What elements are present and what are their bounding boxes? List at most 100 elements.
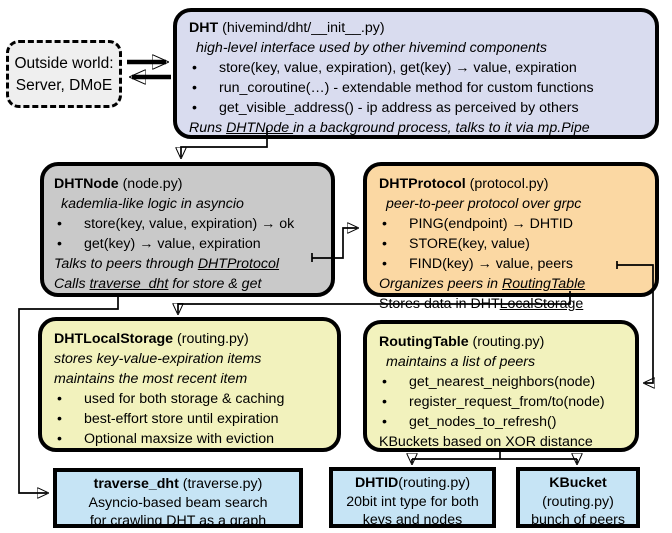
text-segment: for store & get bbox=[168, 276, 262, 292]
text-line: •run_coroutine(…) - extendable method fo… bbox=[189, 78, 647, 98]
bullet-icon: • bbox=[57, 216, 62, 232]
text-segment: maintains the most recent item bbox=[54, 371, 248, 387]
text-segment: (routing.py) bbox=[542, 493, 614, 510]
text-line: KBucket bbox=[520, 474, 636, 493]
dhtid-box: DHTID(routing.py)20bit int type for both… bbox=[329, 467, 496, 528]
bullet-icon: • bbox=[57, 236, 62, 252]
text-line: for crawling DHT as a graph bbox=[57, 512, 299, 531]
dhtprotocol-box: DHTProtocol (protocol.py) peer-to-peer pr… bbox=[363, 162, 659, 312]
text-segment: PING(endpoint) → DHTID bbox=[409, 216, 573, 232]
text-line: traverse_dht (traverse.py) bbox=[57, 475, 299, 494]
text-line: • get(key) → value, expiration bbox=[54, 234, 325, 254]
text-line: • store(key, value, expiration), get(key)… bbox=[189, 58, 647, 78]
text-segment: run_coroutine(…) - extendable method for… bbox=[219, 80, 594, 96]
text-segment: store(key, value, expiration), get(key) … bbox=[219, 60, 577, 76]
text-line: • STORE(key, value) bbox=[379, 234, 649, 254]
text-segment: FIND(key) → value, peers bbox=[409, 256, 573, 272]
text-line: • get_visible_address() - ip address as p… bbox=[189, 98, 647, 118]
bullet-icon: • bbox=[382, 394, 387, 410]
bullet-icon: • bbox=[382, 216, 387, 232]
text-line: DHTNode (node.py) bbox=[54, 174, 325, 194]
traverse-dht-box: traverse_dht (traverse.py)Asyncio-based … bbox=[53, 468, 303, 531]
text-segment: Outside world: bbox=[14, 55, 114, 72]
text-segment: best-effort store until expiration bbox=[84, 411, 279, 427]
bullet-icon: • bbox=[57, 411, 62, 427]
text-segment: RoutingTable bbox=[502, 276, 586, 292]
text-segment: STORE(key, value) bbox=[409, 236, 530, 252]
text-segment: LocalStorage bbox=[499, 296, 584, 312]
bullet-icon: • bbox=[382, 374, 387, 390]
routingtable-branch-line bbox=[412, 452, 577, 460]
dht-box: DHT (hivemind/dht/__init__.py) high-level… bbox=[173, 8, 659, 139]
text-segment: get(key) → value, expiration bbox=[84, 236, 261, 252]
bullet-icon: • bbox=[382, 256, 387, 272]
text-segment: (protocol.py) bbox=[465, 176, 549, 192]
text-line: DHTID(routing.py) bbox=[333, 474, 492, 493]
routingtable-box: RoutingTable (routing.py)maintains a lis… bbox=[363, 320, 639, 452]
text-line: DHT (hivemind/dht/__init__.py) bbox=[189, 18, 647, 38]
text-line: Calls traverse_dht for store & get bbox=[54, 274, 325, 294]
text-line: maintains the most recent item bbox=[54, 369, 331, 389]
text-line: Stores data in DHTLocalStorage bbox=[379, 294, 649, 314]
text-segment: RoutingTable bbox=[379, 334, 469, 350]
dhtnode-box: DHTNode (node.py) kademlia-like logic in … bbox=[40, 162, 335, 297]
text-line: kademlia-like logic in asyncio bbox=[54, 194, 325, 214]
text-segment: DHTProtocol bbox=[379, 176, 466, 192]
text-line: Organizes peers in RoutingTable bbox=[379, 274, 649, 294]
text-line: • PING(endpoint) → DHTID bbox=[379, 214, 649, 234]
text-line: Server, DMoE bbox=[9, 75, 119, 97]
text-segment: (hivemind/dht/__init__.py) bbox=[218, 20, 385, 36]
text-segment: bunch of peers bbox=[531, 512, 625, 528]
text-segment: (routing.py) bbox=[468, 334, 545, 350]
text-segment: (routing.py) bbox=[398, 475, 471, 491]
text-line: • Optional maxsize with eviction bbox=[54, 429, 331, 449]
text-segment: kademlia-like logic in asyncio bbox=[61, 196, 244, 212]
text-segment: (node.py) bbox=[118, 176, 183, 192]
text-line: Asyncio-based beam search bbox=[57, 494, 299, 513]
text-line: keys and nodes bbox=[333, 511, 492, 530]
text-line: • best-effort store until expiration bbox=[54, 409, 331, 429]
text-line: •register_request_from/to(node) bbox=[379, 392, 629, 412]
text-segment: get_nodes_to_refresh() bbox=[409, 414, 557, 430]
text-segment: (routing.py) bbox=[173, 331, 249, 347]
text-line: DHTLocalStorage (routing.py) bbox=[54, 329, 331, 349]
text-segment: peer-to-peer protocol over grpc bbox=[386, 196, 582, 212]
text-line: 20bit int type for both bbox=[333, 493, 492, 512]
text-segment: keys and nodes bbox=[362, 512, 463, 528]
text-line: •get_nearest_neighbors(node) bbox=[379, 372, 629, 392]
text-segment: DHTNode bbox=[54, 176, 119, 192]
text-line: DHTProtocol (protocol.py) bbox=[379, 174, 649, 194]
text-segment: DHTProtocol bbox=[197, 256, 280, 272]
text-line: Talks to peers through DHTProtocol bbox=[54, 254, 325, 274]
bullet-icon: • bbox=[192, 100, 197, 116]
text-segment: 20bit int type for both bbox=[346, 493, 479, 510]
bullet-icon: • bbox=[192, 60, 197, 76]
text-segment: store(key, value, expiration) → ok bbox=[84, 216, 295, 232]
text-segment: DHTID bbox=[354, 475, 399, 491]
text-line: Runs DHTNode in a background process, ta… bbox=[189, 118, 647, 138]
text-segment: get_visible_address() - ip address as pe… bbox=[219, 100, 579, 116]
text-line: bunch of peers bbox=[520, 511, 636, 530]
outside-world-box: Outside world: Server, DMoE bbox=[6, 40, 122, 108]
text-segment: KBucket bbox=[549, 475, 607, 491]
text-segment: Optional maxsize with eviction bbox=[84, 431, 275, 447]
bullet-icon: • bbox=[57, 391, 62, 407]
text-line: •get_nodes_to_refresh() bbox=[379, 412, 629, 432]
text-segment: used for both storage & caching bbox=[84, 391, 285, 407]
text-line: stores key-value-expiration items bbox=[54, 349, 331, 369]
text-segment: stores key-value-expiration items bbox=[54, 351, 262, 367]
text-segment: Calls bbox=[54, 276, 90, 292]
text-line: RoutingTable (routing.py) bbox=[379, 332, 629, 352]
text-line: maintains a list of peers bbox=[379, 352, 629, 372]
text-line: • used for both storage & caching bbox=[54, 389, 331, 409]
text-segment: traverse_dht bbox=[89, 276, 169, 292]
text-segment: in a background process, talks to it via… bbox=[293, 120, 590, 136]
text-segment: Organizes peers in bbox=[379, 276, 503, 292]
text-segment: high-level interface used by other hivem… bbox=[196, 40, 547, 56]
text-segment: traverse_dht bbox=[93, 476, 179, 492]
bullet-icon: • bbox=[382, 236, 387, 252]
bullet-icon: • bbox=[57, 431, 62, 447]
text-line: high-level interface used by other hivem… bbox=[189, 38, 647, 58]
text-segment: (traverse.py) bbox=[178, 476, 263, 492]
